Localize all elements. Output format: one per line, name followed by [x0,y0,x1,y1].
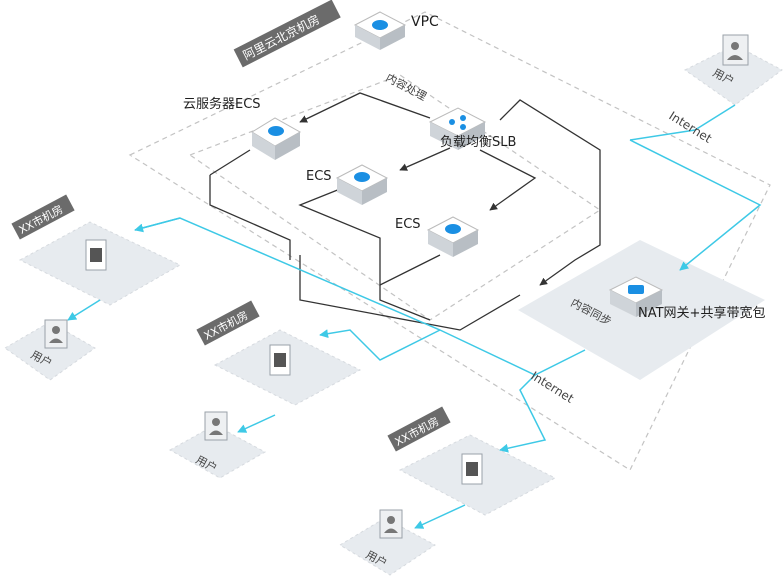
user-node-middle [204,411,228,441]
user-node-top-right [722,34,749,66]
nat-gateway-icon [628,285,644,294]
user-region-middle [168,424,267,479]
cloud-server-icon [445,224,461,234]
cloud-ecs-label: 云服务器ECS [183,96,261,112]
internet-label-bottom: Internet [528,369,576,406]
internet-links [67,104,762,529]
vpc-node [353,11,407,50]
ecs-node-2 [426,216,480,257]
nat-node [608,276,664,317]
user-region-top-right [684,44,783,106]
user-node-bottom [379,509,403,539]
server-rack-icon [85,239,107,271]
cloud-server-icon [372,20,388,30]
processing-region-outline [188,74,602,321]
datacenter-tag-bottom: XX市机房 [387,406,451,452]
user-region-left [4,321,96,381]
ecs-label-2: ECS [395,217,421,232]
slb-label: 负载均衡SLB [440,135,516,150]
ecs-node-1 [335,164,389,205]
nat-label: NAT网关+共享带宽包 [638,305,765,321]
load-balancer-icon [449,115,466,130]
user-icon [209,418,223,435]
user-icon [384,516,398,533]
internal-links [209,92,601,331]
slb-node [428,107,487,150]
server-rack-icon [461,453,483,485]
datacenter-tag-middle: XX市机房 [196,300,260,346]
processing-region-label: 内容处理 [384,70,429,103]
user-icon [727,42,743,60]
user-region-bottom [339,517,436,576]
cloud-server-icon [354,172,370,182]
user-node-left [44,319,68,349]
datacenter-tag-left: XX市机房 [11,194,75,240]
internet-label-top: Internet [666,109,714,146]
server-rack-icon [269,344,291,376]
aliyun-region-tag-text: 阿里云北京机房 [240,11,322,63]
vpc-label: VPC [411,14,439,30]
aliyun-region-outline [128,11,771,471]
cloud-ecs-node [251,117,302,160]
user-icon [49,326,63,343]
aliyun-region-tag: 阿里云北京机房 [233,0,341,68]
cloud-server-icon [268,126,284,136]
ecs-label-1: ECS [306,169,332,184]
